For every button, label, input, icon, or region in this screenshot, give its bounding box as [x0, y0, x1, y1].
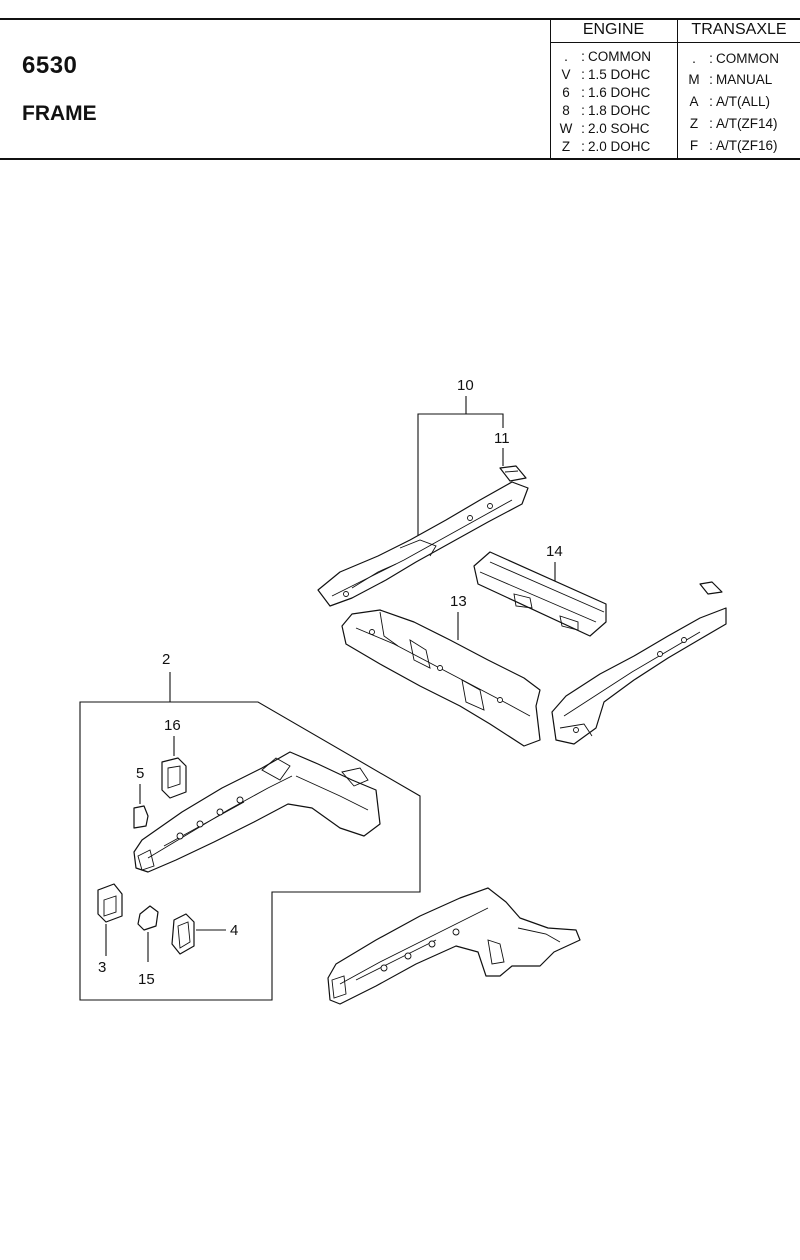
part-4-reinforcement	[171, 913, 195, 955]
legend-column-divider	[677, 18, 678, 158]
legend-title-rule	[550, 42, 800, 43]
part-13-rear-floor-member	[341, 609, 541, 747]
rear-bracket-right	[699, 581, 723, 595]
variant-legend: ENGINE TRANSAXLE .:COMMON V:1.5 DOHC 6:1…	[550, 18, 800, 158]
callout-16[interactable]: 16	[164, 717, 181, 734]
part-5-clip	[133, 805, 149, 829]
part-16-bracket	[161, 757, 187, 799]
part-15-bracket	[137, 905, 159, 931]
callout-3[interactable]: 3	[98, 959, 106, 976]
callout-11[interactable]: 11	[494, 430, 510, 447]
callout-5[interactable]: 5	[136, 765, 144, 782]
callout-10[interactable]: 10	[457, 377, 474, 394]
engine-row: .:COMMON	[564, 49, 651, 64]
engine-row: 6:1.6 DOHC	[562, 85, 651, 100]
header-top-rule	[0, 18, 800, 20]
engine-row: Z:2.0 DOHC	[561, 139, 651, 154]
transaxle-row: Z:A/T(ZF14)	[689, 116, 778, 131]
part-number: 6530	[22, 52, 78, 79]
rear-side-member-right	[551, 607, 727, 745]
front-side-member	[133, 751, 381, 873]
part-10-rear-side-member-left	[317, 481, 529, 607]
part-name: FRAME	[22, 102, 97, 125]
callout-13[interactable]: 13	[450, 593, 467, 610]
transaxle-row: F:A/T(ZF16)	[689, 138, 778, 153]
frame-parts-diagram: 10 11 14 13	[79, 377, 727, 1005]
part-11-bracket	[499, 465, 527, 482]
front-side-member-lower	[327, 887, 581, 1005]
part-14-crossmember	[473, 551, 607, 637]
header-bottom-rule	[0, 158, 800, 160]
callout-10-bracket	[417, 413, 504, 540]
transaxle-row: .:COMMON	[692, 51, 779, 66]
transaxle-row: A:A/T(ALL)	[689, 94, 771, 109]
transaxle-column-title: TRANSAXLE	[691, 21, 787, 38]
part-3-bracket	[97, 883, 123, 923]
callout-2[interactable]: 2	[162, 651, 170, 668]
legend-left-rule	[550, 18, 551, 158]
callout-4[interactable]: 4	[230, 922, 238, 939]
callout-14[interactable]: 14	[546, 543, 563, 560]
engine-row: W:2.0 SOHC	[559, 121, 650, 136]
transaxle-row: M:MANUAL	[688, 72, 773, 87]
callout-15[interactable]: 15	[138, 971, 155, 988]
engine-row: 8:1.8 DOHC	[562, 103, 651, 118]
engine-column-title: ENGINE	[582, 21, 645, 38]
callout-2-group-outline	[79, 701, 421, 1001]
engine-row: V:1.5 DOHC	[561, 67, 651, 82]
